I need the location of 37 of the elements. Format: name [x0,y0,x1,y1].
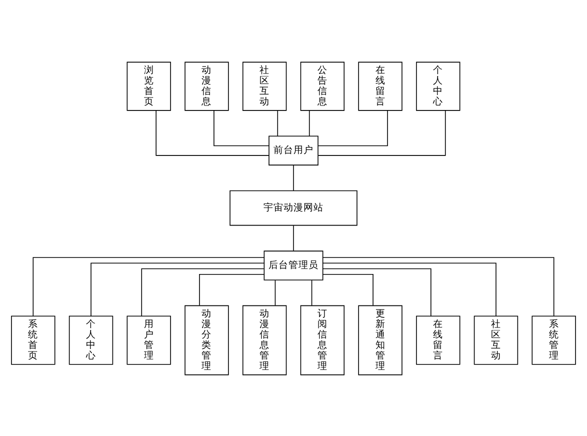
node-box: 浏览首页 [126,61,171,110]
connector [293,224,294,251]
node-box: 系统管理 [532,315,576,364]
node-box: 动漫信息管理 [242,304,287,375]
node-box: 用户管理 [126,315,171,364]
node-box: 更新通知管理 [358,304,402,375]
node-box: 社区互动 [474,315,518,364]
node-box: 公告信息 [300,61,345,110]
connector [277,110,278,136]
node-box: 个人中心 [68,315,114,364]
connector [90,262,264,316]
node-box: 在线留言 [416,315,460,364]
connector [199,273,264,306]
connector [322,262,496,316]
node-box: 社区互动 [242,61,287,110]
connector [322,268,432,316]
connector [318,110,388,146]
connector [274,279,276,306]
node-box: 宇宙动漫网站 [230,190,358,226]
connector [322,256,554,316]
node-box: 订阅信息管理 [300,304,345,375]
node-box: 动漫分类管理 [184,304,229,375]
connector [156,110,270,156]
connector [293,164,294,191]
node-box: 在线留言 [358,61,402,110]
node-box: 动漫信息 [184,61,229,110]
node-box: 后台管理员 [264,250,324,280]
connector [214,110,270,146]
node-box: 前台用户 [268,135,318,165]
connector [322,273,374,306]
connector [318,110,446,156]
connector [311,279,312,306]
node-box: 系统首页 [11,315,56,364]
connector [141,268,264,316]
connector [32,256,265,316]
node-box: 个人中心 [416,61,460,110]
connector [308,110,310,136]
